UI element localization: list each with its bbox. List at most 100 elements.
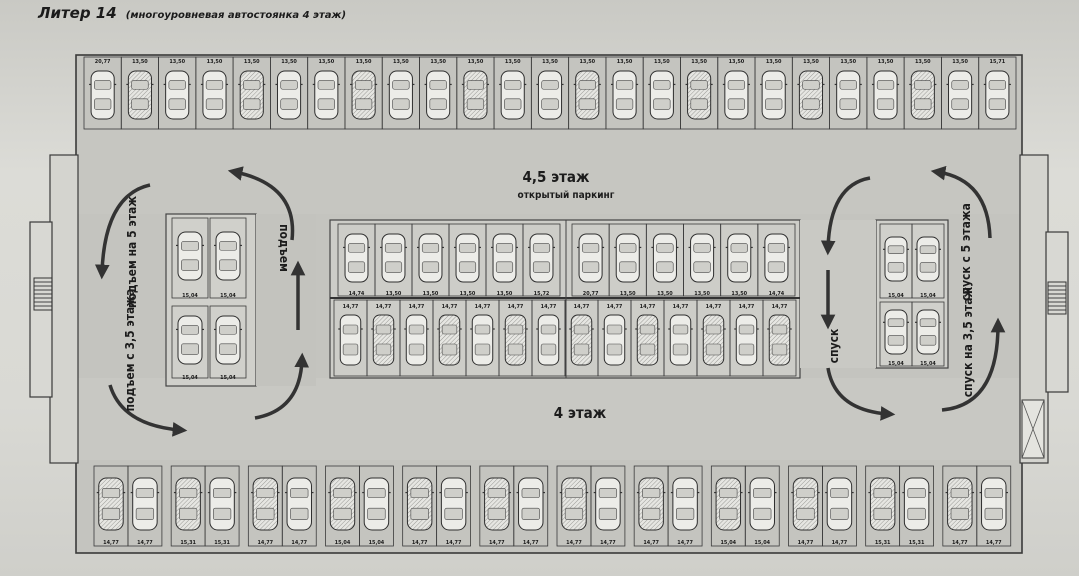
car-icon [214, 315, 242, 365]
car-icon [328, 477, 357, 531]
car-icon [714, 477, 743, 531]
bay-area-label: 14,77 [640, 304, 656, 310]
parking-bay [911, 223, 945, 299]
bay-area-label: 14,74 [349, 291, 365, 297]
bay-area-label: 15,31 [180, 540, 196, 546]
bay-area-label: 15,04 [182, 375, 198, 381]
car-icon [611, 70, 639, 120]
car-icon [343, 233, 370, 283]
bay-area-label: 14,77 [508, 304, 524, 310]
car-icon [350, 70, 378, 120]
parking-bay [436, 465, 471, 547]
bay-area-label: 14,77 [739, 304, 755, 310]
ramp-up-label: подъем [277, 224, 291, 272]
bay-area-label: 14,77 [541, 304, 557, 310]
car-icon [536, 70, 564, 120]
car-icon [945, 477, 975, 531]
bay-area-label: 13,50 [952, 59, 968, 65]
parking-bay [667, 465, 703, 547]
bay-area-label: 15,04 [220, 375, 236, 381]
bay-area-label: 13,50 [803, 59, 819, 65]
bay-area-label: 14,77 [677, 540, 693, 546]
ramp-down-to-5-label: спуск с 5 этажа [959, 203, 973, 301]
bay-area-label: 13,50 [169, 59, 185, 65]
bay-area-label: 15,31 [909, 540, 925, 546]
car-icon [651, 233, 679, 283]
bay-area-label: 13,50 [505, 59, 521, 65]
car-icon [602, 314, 627, 366]
bay-area-label: 13,50 [878, 59, 894, 65]
parking-bay [590, 465, 626, 547]
car-icon [902, 477, 931, 531]
bay-area-label: 13,50 [207, 59, 223, 65]
bay-area-label: 14,77 [566, 540, 582, 546]
parking-bay [762, 299, 797, 377]
car-icon [499, 70, 527, 120]
car-icon [791, 477, 820, 531]
car-icon [536, 314, 561, 366]
car-icon [387, 70, 415, 120]
bay-area-label: 13,50 [617, 59, 633, 65]
parking-bay [744, 465, 780, 547]
bay-area-label: 13,50 [430, 59, 446, 65]
bay-area-label: 15,04 [369, 540, 385, 546]
left-ramp-arrows [94, 166, 310, 437]
car-icon [760, 70, 788, 120]
bay-area-label: 13,50 [386, 291, 402, 297]
bay-area-label: 20,77 [95, 59, 111, 65]
ramp-down-label: спуск [827, 328, 841, 363]
bay-area-label: 13,50 [579, 59, 595, 65]
bay-area-label: 14,77 [798, 540, 814, 546]
car-icon [636, 477, 666, 531]
car-icon [163, 70, 191, 120]
bay-area-label: 13,50 [132, 59, 148, 65]
bay-area-label: 14,77 [446, 540, 462, 546]
bay-area-label: 14,77 [574, 304, 590, 310]
car-icon [614, 233, 642, 283]
car-icon [871, 70, 900, 120]
bay-area-label: 14,77 [409, 304, 425, 310]
car-icon [371, 314, 396, 366]
car-icon [176, 315, 204, 365]
bay-area-label: 13,50 [393, 59, 409, 65]
car-icon [461, 70, 489, 120]
bay-area-label: 14,77 [643, 540, 659, 546]
car-icon [516, 477, 545, 531]
car-icon [96, 477, 126, 531]
bay-area-label: 13,50 [915, 59, 931, 65]
car-icon [285, 477, 314, 531]
bay-area-label: 14,77 [343, 304, 359, 310]
bay-area-label: 13,50 [840, 59, 856, 65]
car-icon [312, 70, 340, 120]
ramp-down-to-35-label: спуск на 3,5 этаж [961, 287, 975, 398]
car-icon [883, 236, 909, 282]
bottom-parking-row: 14,77 14,77 15,31 15,31 14,77 14,77 15,04 15,04… [93, 465, 1012, 547]
parking-bay [978, 56, 1017, 130]
parking-bay [899, 465, 934, 547]
bay-area-label: 14,74 [769, 291, 785, 297]
bay-area-label: 14,77 [952, 540, 968, 546]
car-icon [275, 70, 303, 120]
bay-area-label: 15,04 [720, 540, 736, 546]
parking-bay [171, 217, 209, 299]
car-icon [405, 477, 434, 531]
parking-bay [822, 465, 857, 547]
car-icon [491, 233, 518, 283]
car-icon [482, 477, 512, 531]
bay-area-label: 13,50 [766, 59, 782, 65]
bay-area-label: 15,31 [875, 540, 891, 546]
car-icon [454, 233, 481, 283]
car-icon [89, 70, 117, 120]
bay-area-label: 15,04 [182, 293, 198, 299]
bay-area-label: 15,04 [220, 293, 236, 299]
car-icon [725, 233, 753, 283]
bay-area-label: 14,77 [442, 304, 458, 310]
right-ramp-arrows [820, 165, 1006, 421]
bay-area-label: 13,50 [497, 291, 513, 297]
car-icon [701, 314, 726, 366]
bay-area-label: 15,04 [888, 293, 904, 299]
bay-area-label: 13,50 [542, 59, 558, 65]
